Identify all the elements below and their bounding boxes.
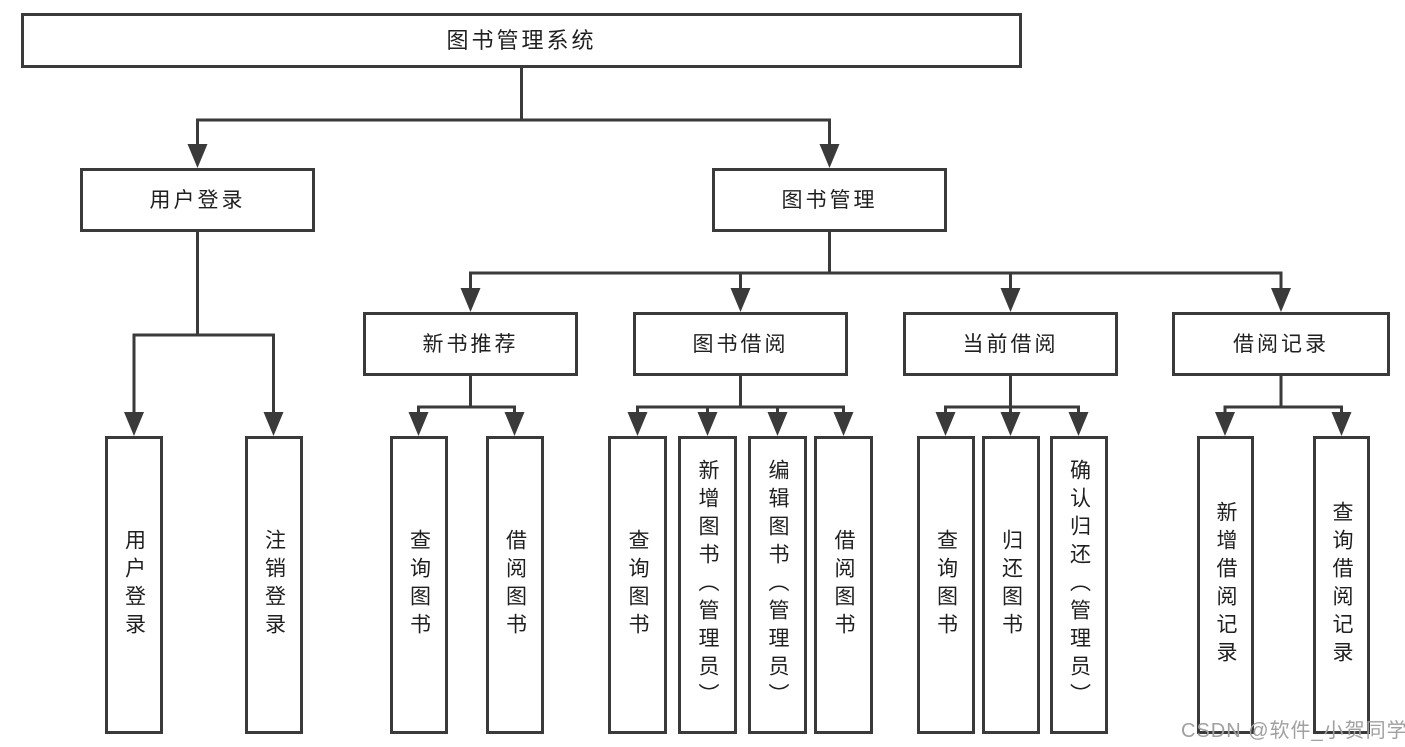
arrowhead bbox=[730, 288, 751, 312]
watermark: CSDN @软件_小贺同学 bbox=[1181, 720, 1405, 742]
arrowhead bbox=[819, 144, 840, 168]
leaf-borrowing-borrow-books-label: 借阅图书 bbox=[832, 529, 855, 641]
leaf-records-query-record: 查询借阅记录 bbox=[1313, 436, 1370, 734]
arrowhead bbox=[460, 288, 481, 312]
node-user-login-label: 用户登录 bbox=[149, 188, 246, 212]
arrowhead bbox=[1068, 412, 1089, 436]
leaf-current-confirm-return-admin: 确认归还（管理员） bbox=[1050, 436, 1108, 734]
arrowhead bbox=[1000, 288, 1021, 312]
node-user-login: 用户登录 bbox=[80, 168, 315, 232]
leaf-user-login: 用户登录 bbox=[105, 436, 163, 734]
leaf-borrowing-add-books-admin-label: 新增图书（管理员） bbox=[696, 459, 719, 711]
arrowhead bbox=[263, 412, 284, 436]
leaf-borrowing-query-books: 查询图书 bbox=[608, 436, 667, 734]
arrowhead bbox=[697, 412, 718, 436]
leaf-current-query-books: 查询图书 bbox=[917, 436, 975, 734]
leaf-records-add-record: 新增借阅记录 bbox=[1197, 436, 1254, 734]
arrowhead bbox=[1215, 412, 1235, 436]
arrowhead bbox=[1331, 412, 1352, 436]
node-book-management-label: 图书管理 bbox=[781, 188, 878, 212]
leaf-recommend-borrow-books-label: 借阅图书 bbox=[503, 529, 527, 641]
connector-book-management-to-level3 bbox=[460, 230, 1291, 312]
arrowhead bbox=[504, 412, 525, 436]
leaf-borrowing-edit-books-admin: 编辑图书（管理员） bbox=[748, 436, 807, 734]
node-book-management: 图书管理 bbox=[712, 168, 947, 232]
leaf-recommend-borrow-books: 借阅图书 bbox=[486, 436, 544, 734]
leaf-borrowing-borrow-books: 借阅图书 bbox=[814, 436, 873, 734]
node-borrowing-records-label: 借阅记录 bbox=[1233, 332, 1329, 356]
leaf-records-add-record-label: 新增借阅记录 bbox=[1214, 501, 1237, 669]
leaf-current-query-books-label: 查询图书 bbox=[934, 529, 958, 641]
leaf-records-query-record-label: 查询借阅记录 bbox=[1330, 501, 1353, 669]
connector-current-borrowing-to-leaves bbox=[935, 374, 1089, 436]
leaf-logout-label: 注销登录 bbox=[262, 529, 286, 641]
arrowhead bbox=[408, 412, 429, 436]
node-current-borrowing: 当前借阅 bbox=[903, 312, 1118, 376]
node-root-label: 图书管理系统 bbox=[446, 27, 597, 53]
arrowhead bbox=[627, 412, 648, 436]
leaf-user-login-label: 用户登录 bbox=[122, 529, 146, 641]
leaf-logout: 注销登录 bbox=[245, 436, 303, 734]
connector-root-to-level2 bbox=[187, 66, 840, 168]
node-book-borrowing: 图书借阅 bbox=[633, 312, 848, 376]
leaf-current-return-books: 归还图书 bbox=[982, 436, 1040, 734]
arrowhead bbox=[1271, 288, 1291, 312]
connector-borrowing-records-to-leaves bbox=[1215, 374, 1352, 436]
node-new-book-recommend: 新书推荐 bbox=[363, 312, 578, 376]
arrowhead bbox=[833, 412, 854, 436]
leaf-borrowing-add-books-admin: 新增图书（管理员） bbox=[678, 436, 737, 734]
arrowhead bbox=[935, 412, 956, 436]
arrowhead bbox=[124, 412, 144, 436]
leaf-recommend-query-books-label: 查询图书 bbox=[407, 529, 431, 641]
node-new-book-recommend-label: 新书推荐 bbox=[422, 332, 519, 356]
arrowhead bbox=[1000, 412, 1021, 436]
leaf-current-confirm-return-admin-label: 确认归还（管理员） bbox=[1067, 459, 1091, 711]
arrowhead bbox=[767, 412, 788, 436]
node-book-borrowing-label: 图书借阅 bbox=[692, 332, 789, 356]
node-borrowing-records: 借阅记录 bbox=[1172, 312, 1390, 376]
node-root: 图书管理系统 bbox=[21, 13, 1022, 68]
node-current-borrowing-label: 当前借阅 bbox=[962, 332, 1059, 356]
leaf-borrowing-edit-books-admin-label: 编辑图书（管理员） bbox=[766, 459, 789, 711]
connector-user-login-to-leaves bbox=[124, 230, 284, 436]
leaf-current-return-books-label: 归还图书 bbox=[999, 529, 1023, 641]
connector-new-book-recommend-to-leaves bbox=[408, 374, 525, 436]
leaf-borrowing-query-books-label: 查询图书 bbox=[626, 529, 649, 641]
connector-book-borrowing-to-leaves bbox=[627, 374, 854, 436]
arrowhead bbox=[187, 144, 208, 168]
leaf-recommend-query-books: 查询图书 bbox=[390, 436, 448, 734]
